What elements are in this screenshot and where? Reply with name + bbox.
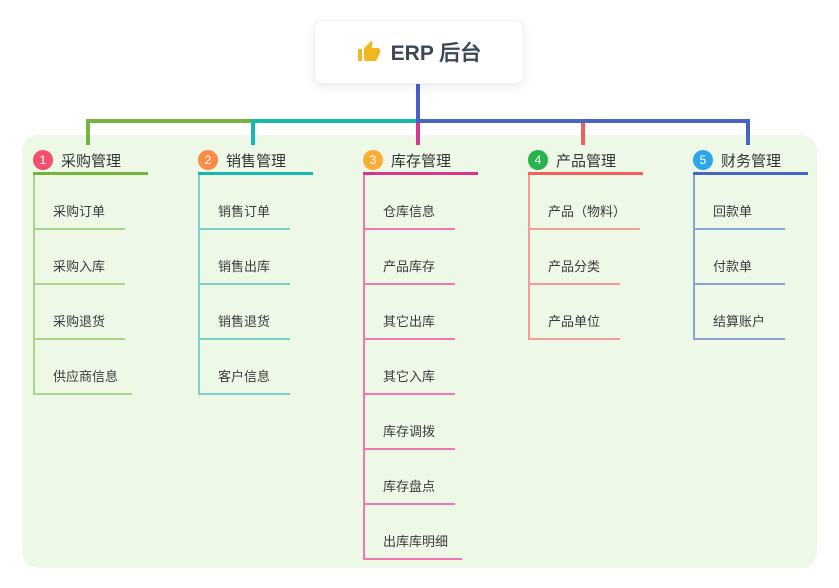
connector-line	[416, 82, 420, 123]
child-node[interactable]: 其它出库	[365, 285, 455, 340]
child-node[interactable]: 采购订单	[35, 175, 125, 230]
connector-line	[581, 119, 585, 145]
branch-node-label: 销售管理	[226, 152, 287, 170]
branch-node-label: 采购管理	[61, 152, 122, 170]
branch-node[interactable]: 4 产品管理	[528, 148, 643, 175]
branch-node-label: 库存管理	[391, 152, 452, 170]
connector-line	[86, 119, 90, 145]
child-node[interactable]: 供应商信息	[35, 340, 133, 395]
child-node[interactable]: 采购入库	[35, 230, 125, 285]
child-node[interactable]: 其它入库	[365, 340, 455, 395]
branch-children: 销售订单销售出库销售退货客户信息	[198, 175, 290, 395]
branches-panel	[22, 135, 817, 568]
branch-column-3: 3 库存管理 仓库信息产品库存其它出库其它入库库存调拨库存盘点出库库明细	[363, 148, 478, 560]
branch-node-label: 财务管理	[721, 152, 782, 170]
child-node[interactable]: 销售出库	[200, 230, 290, 285]
child-node[interactable]: 库存盘点	[365, 450, 455, 505]
connector-line	[746, 119, 750, 145]
thumbs-up-icon	[357, 40, 381, 64]
child-node[interactable]: 仓库信息	[365, 175, 455, 230]
child-node[interactable]: 采购退货	[35, 285, 125, 340]
branch-column-1: 1 采购管理 采购订单采购入库采购退货供应商信息	[33, 148, 148, 395]
child-node[interactable]: 客户信息	[200, 340, 290, 395]
branch-number-badge: 2	[198, 150, 218, 170]
branch-number-badge: 1	[33, 150, 53, 170]
branch-children: 产品（物料）产品分类产品单位	[528, 175, 641, 340]
branch-column-5: 5 财务管理 回款单付款单结算账户	[693, 148, 808, 340]
branch-number-badge: 4	[528, 150, 548, 170]
connector-line	[416, 119, 750, 123]
connector-line	[251, 119, 420, 123]
branch-number-badge: 5	[693, 150, 713, 170]
branch-children: 回款单付款单结算账户	[693, 175, 785, 340]
branch-node[interactable]: 2 销售管理	[198, 148, 313, 175]
child-node[interactable]: 回款单	[695, 175, 785, 230]
child-node[interactable]: 付款单	[695, 230, 785, 285]
child-node[interactable]: 产品（物料）	[530, 175, 641, 230]
child-node[interactable]: 销售退货	[200, 285, 290, 340]
branch-node[interactable]: 1 采购管理	[33, 148, 148, 175]
branch-node[interactable]: 5 财务管理	[693, 148, 808, 175]
child-node[interactable]: 产品库存	[365, 230, 455, 285]
root-node-erp[interactable]: ERP 后台	[314, 20, 524, 84]
branch-children: 采购订单采购入库采购退货供应商信息	[33, 175, 133, 395]
child-node[interactable]: 结算账户	[695, 285, 785, 340]
branch-column-4: 4 产品管理 产品（物料）产品分类产品单位	[528, 148, 643, 340]
branch-column-2: 2 销售管理 销售订单销售出库销售退货客户信息	[198, 148, 313, 395]
connector-line	[251, 119, 255, 145]
branch-children: 仓库信息产品库存其它出库其它入库库存调拨库存盘点出库库明细	[363, 175, 463, 560]
child-node[interactable]: 出库库明细	[365, 505, 463, 560]
child-node[interactable]: 销售订单	[200, 175, 290, 230]
child-node[interactable]: 产品单位	[530, 285, 620, 340]
branch-node-label: 产品管理	[556, 152, 617, 170]
root-node-label: ERP 后台	[390, 42, 482, 65]
branch-number-badge: 3	[363, 150, 383, 170]
child-node[interactable]: 库存调拨	[365, 395, 455, 450]
connector-line	[86, 119, 255, 123]
connector-line	[416, 119, 420, 145]
child-node[interactable]: 产品分类	[530, 230, 620, 285]
branch-node[interactable]: 3 库存管理	[363, 148, 478, 175]
